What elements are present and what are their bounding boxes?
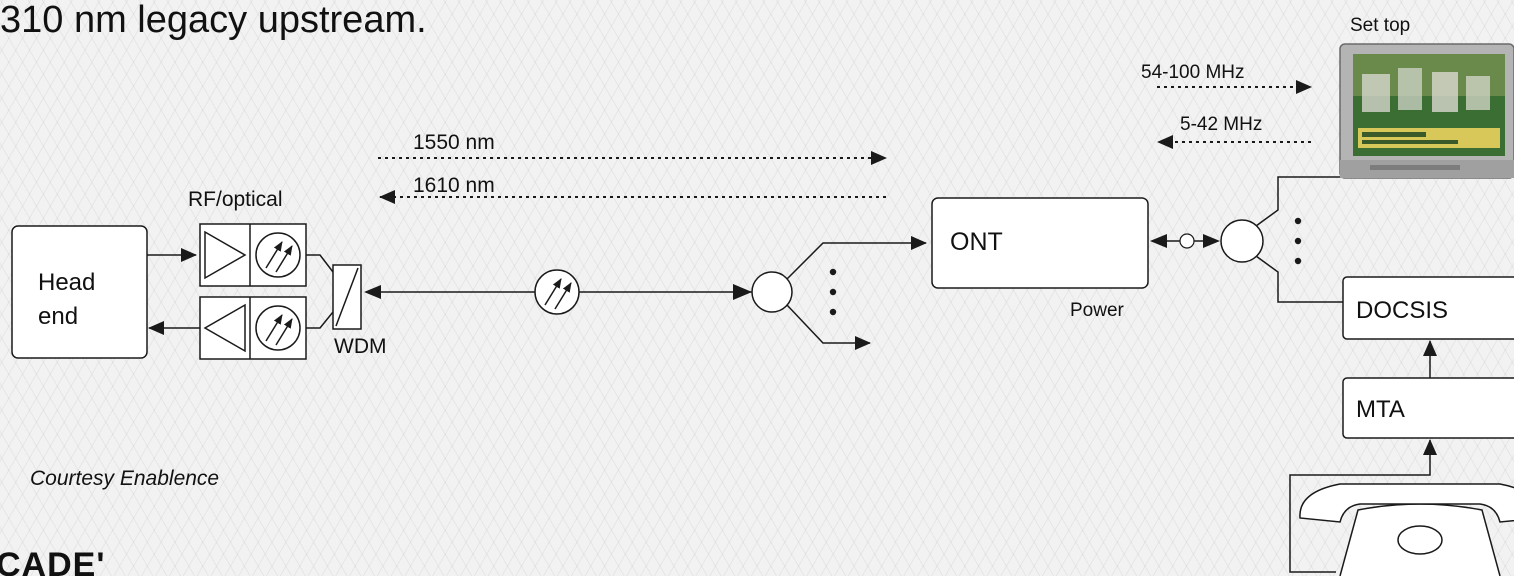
splitter-icon: [751, 268, 837, 316]
courtesy-note: Courtesy Enablence: [30, 467, 219, 490]
power-label: Power: [1070, 300, 1125, 321]
tv-icon: [1339, 43, 1514, 179]
ont-label: ONT: [950, 228, 1003, 256]
docsis-box: [1342, 276, 1514, 340]
wavelength-1550-label: 1550 nm: [413, 131, 495, 154]
set-top-label: Set top: [1350, 15, 1410, 36]
headend-box: [11, 225, 148, 359]
brand-logo: CADE': [0, 546, 105, 576]
ont-box: [931, 197, 1149, 289]
amplifier-icon: [204, 230, 247, 280]
telephone-icon: [1299, 483, 1514, 576]
headend-label-line1: Head: [38, 269, 95, 296]
rf-optical-label: RF/optical: [188, 188, 283, 211]
photodiode-icon: [255, 232, 301, 278]
photodiode-icon: [534, 269, 580, 315]
wdm-coupler: [332, 264, 362, 330]
receiver-module: [199, 296, 307, 360]
rf-downstream-label: 54-100 MHz: [1141, 62, 1245, 83]
mta-label: MTA: [1356, 396, 1405, 423]
amplifier-icon: [203, 303, 246, 353]
wavelength-1610-label: 1610 nm: [413, 174, 495, 197]
photodiode-icon: [255, 305, 301, 351]
headend-label-line2: end: [38, 303, 78, 330]
splitter-icon: [1220, 217, 1302, 265]
transmitter-module: [199, 223, 307, 287]
docsis-label: DOCSIS: [1356, 297, 1448, 324]
wdm-label: WDM: [334, 335, 386, 358]
slide-heading: 310 nm legacy upstream.: [0, 0, 427, 41]
rf-upstream-label: 5-42 MHz: [1180, 114, 1262, 135]
